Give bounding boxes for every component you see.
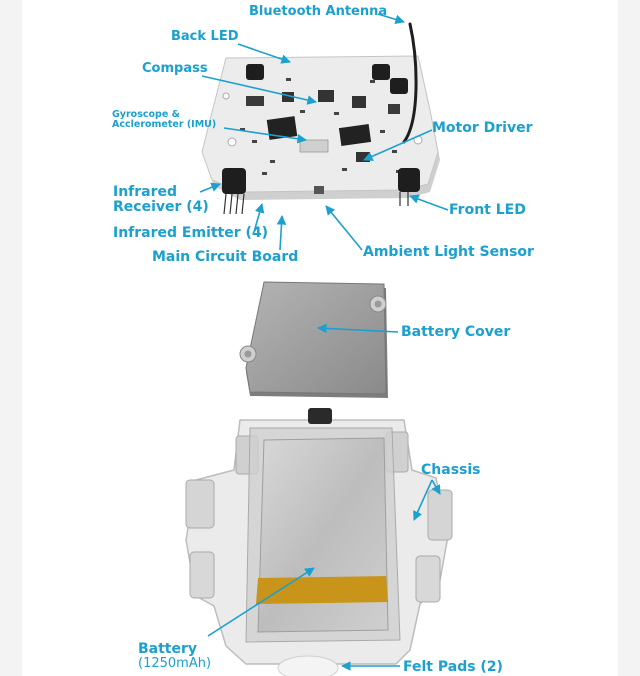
label-front-led: Front LED	[449, 202, 526, 218]
label-battery-line1: Battery	[138, 641, 198, 657]
label-gyroscope: Gyroscope & Acclerometer (IMU)	[112, 110, 216, 130]
label-gyroscope-line1: Gyroscope &	[112, 109, 180, 120]
label-chassis: Chassis	[421, 462, 481, 478]
label-back-led: Back LED	[171, 29, 239, 44]
label-infrared-emitter: Infrared Emitter (4)	[113, 225, 269, 241]
battery-cover	[239, 281, 388, 398]
label-ambient-light-sensor: Ambient Light Sensor	[363, 244, 534, 260]
label-infrared-receiver-line2: Receiver (4)	[113, 198, 209, 215]
leader-lines	[199, 13, 449, 671]
label-motor-driver: Motor Driver	[432, 120, 533, 136]
label-infrared-receiver: Infrared Receiver (4)	[113, 185, 209, 214]
label-infrared-receiver-line1: Infrared	[113, 184, 178, 200]
label-main-circuit-board: Main Circuit Board	[152, 249, 299, 265]
main-circuit-board	[201, 22, 440, 215]
label-bluetooth-antenna: Bluetooth Antenna	[249, 4, 388, 19]
label-battery-cover: Battery Cover	[401, 324, 511, 340]
label-battery-line2: (1250mAh)	[138, 655, 212, 671]
label-battery: Battery (1250mAh)	[138, 642, 211, 670]
label-gyroscope-line2: Acclerometer (IMU)	[112, 118, 217, 130]
label-felt-pads: Felt Pads (2)	[403, 659, 503, 675]
label-compass: Compass	[142, 61, 208, 76]
chassis	[185, 408, 453, 676]
